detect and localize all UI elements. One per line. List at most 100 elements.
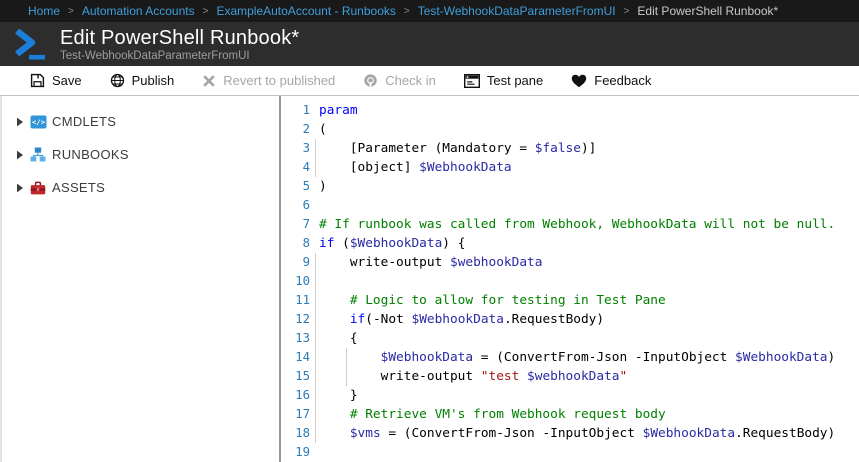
breadcrumb-link[interactable]: Test-WebhookDataParameterFromUI [417,4,616,18]
sidebar-item-label: RUNBOOKS [52,147,129,162]
code-line-text: } [315,386,859,405]
code-line-text: ) [319,179,327,194]
toolbar-button-label: Revert to published [223,73,336,88]
code-line-text: param [319,103,358,118]
indent-guide [315,405,316,424]
breadcrumb-link[interactable]: Home [28,4,61,18]
checkin-icon [363,73,378,88]
code-line-text: if(-Not $WebhookData.RequestBody) [315,310,859,329]
test-pane-button[interactable]: Test pane [463,73,544,88]
indent-guide [345,367,347,386]
code-line-text [319,443,859,462]
code-line-text: write-output $webhookData [315,253,859,272]
code-line-text: [Parameter (Mandatory = $false)] [315,139,859,158]
code-line: 2( [281,120,859,139]
save-button[interactable]: Save [30,73,82,88]
line-number: 8 [302,236,310,250]
code-editor[interactable]: 1 param 2(3 [Parameter (Mandatory = $false… [281,96,859,462]
toolbar-button-label: Save [52,73,82,88]
code-line-text: $WebhookData = (ConvertFrom-Json -InputO… [315,348,859,367]
code-line: 8 if ($WebhookData) { [281,234,859,253]
breadcrumb: Home > Automation Accounts > ExampleAutoAcco… [0,0,859,22]
code-line: 19 [281,443,859,462]
code-line-text: write-output "test $webhookData" [315,367,859,386]
code-line: 17 # Retrieve VM's from Webhook request … [281,405,859,424]
code-line: 11 # Logic to allow for testing in Test … [281,291,859,310]
cmdlets-icon: </> [30,115,52,129]
code-line: 15 write-output "test $webhookData" [281,367,859,386]
toolbar-button-label: Check in [385,73,436,88]
sidebar-item-runbooks[interactable]: RUNBOOKS [2,138,279,171]
indent-guide [315,158,316,177]
code-line-text: [object] $WebhookData [315,158,859,177]
code-line: 4 [object] $WebhookData [281,158,859,177]
code-line: 5) [281,177,859,196]
publish-button[interactable]: Publish [110,73,175,88]
line-number: 17 [295,407,310,421]
sidebar-item-label: ASSETS [52,180,106,195]
code-line-text: # Retrieve VM's from Webhook request bod… [315,405,859,424]
indent-guide [315,291,316,310]
code-line-text: if ($WebhookData) { [319,236,466,251]
code-line-text: ( [319,122,327,137]
sidebar-item-assets[interactable]: ASSETS [2,171,279,204]
save-icon [30,73,45,88]
indent-guide [315,348,316,367]
caret-right-icon [16,183,30,193]
sidebar-item-cmdlets[interactable]: </>CMDLETS [2,105,279,138]
code-line: 9 write-output $webhookData [281,253,859,272]
toolbar-button-label: Publish [131,73,175,88]
line-number: 14 [295,350,310,364]
line-number: 16 [295,388,310,402]
toolbar-button-label: Test pane [486,73,544,88]
code-line-text: { [315,329,859,348]
sidebar-editor-divider [279,96,281,462]
code-line: 13 { [281,329,859,348]
line-number: 6 [302,198,310,212]
code-line: 16 } [281,386,859,405]
powershell-icon [10,25,50,63]
svg-text:</>: </> [32,117,46,126]
feedback-button[interactable]: Feedback [571,73,651,88]
line-number: 7 [302,217,310,231]
indent-guide [315,310,316,329]
indent-guide [315,367,316,386]
page-subtitle: Test-WebhookDataParameterFromUI [60,49,250,62]
line-number: 10 [295,274,310,288]
breadcrumb-separator-icon: > [403,5,410,17]
code-line-text: $vms = (ConvertFrom-Json -InputObject $W… [315,424,859,443]
code-line: 10 [281,272,859,291]
publish-icon [110,73,125,88]
code-line: 3 [Parameter (Mandatory = $false)] [281,139,859,158]
page-title: Edit PowerShell Runbook* [60,26,300,49]
caret-right-icon [16,117,30,127]
revert-icon [202,74,216,88]
test-pane-icon [463,73,480,88]
breadcrumb-separator-icon: > [68,5,74,17]
code-line-text [315,272,859,291]
line-number: 1 [302,103,310,117]
editor-toolbar: Save Publish Revert to published Check in Te… [0,66,859,96]
breadcrumb-link[interactable]: ExampleAutoAccount - Runbooks [216,4,396,18]
breadcrumb-current: Edit PowerShell Runbook* [637,4,779,18]
indent-guide [315,329,316,348]
indent-guide [315,272,316,291]
resource-sidebar: </>CMDLETS RUNBOOKS ASSETS [0,96,279,462]
indent-guide [315,139,316,158]
breadcrumb-link[interactable]: Automation Accounts [81,4,195,18]
code-line: 6 [281,196,859,215]
line-number: 4 [302,160,310,174]
code-line-text: # If runbook was called from Webhook, We… [319,217,836,232]
line-number: 5 [302,179,310,193]
line-number: 13 [295,331,310,345]
assets-icon [30,181,52,195]
line-number: 15 [295,369,310,383]
line-number: 9 [302,255,310,269]
feedback-icon [571,74,587,88]
code-line: 12 if(-Not $WebhookData.RequestBody) [281,310,859,329]
content-area: </>CMDLETS RUNBOOKS ASSETS 1 param 2(3 [Para… [0,96,859,462]
indent-guide [315,386,316,405]
page-header: Edit PowerShell Runbook* Test-WebhookDat… [0,22,859,66]
code-line: 18 $vms = (ConvertFrom-Json -InputObject… [281,424,859,443]
toolbar-button-label: Feedback [594,73,652,88]
